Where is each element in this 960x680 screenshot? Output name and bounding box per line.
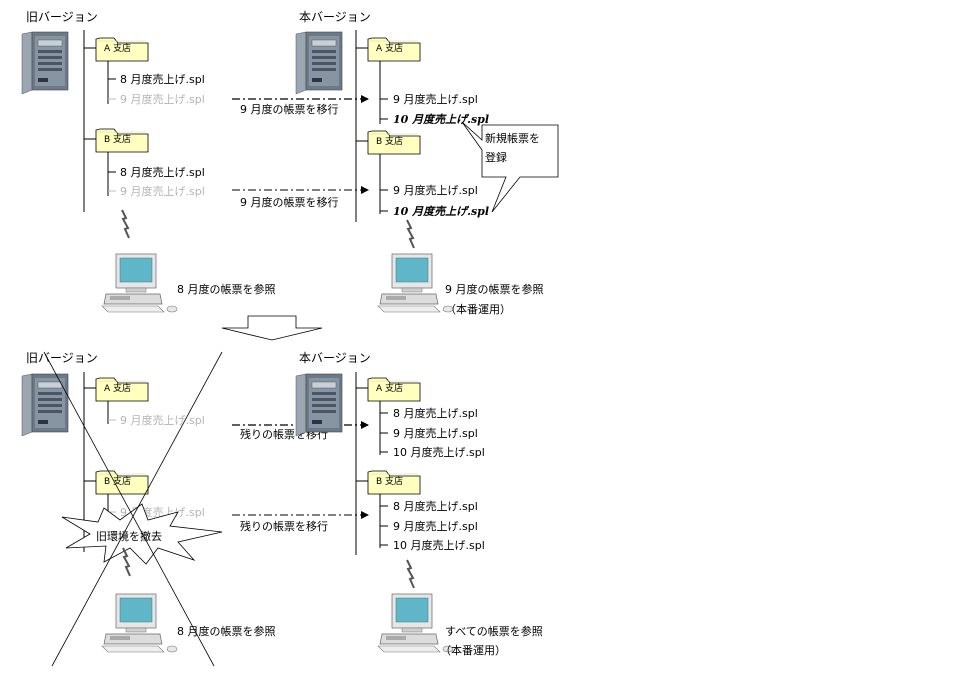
lightning-link-icon — [406, 219, 415, 249]
callout-line-1: 新規帳票を — [485, 131, 540, 145]
top-old-b-file-2: 9 月度売上げ.spl — [120, 184, 205, 198]
top-new-a-file-2: 10 月度売上げ.spl — [393, 113, 489, 126]
bottom-new-b-file-3: 10 月度売上げ.spl — [393, 538, 485, 552]
callout-bubble — [461, 121, 559, 213]
top-old-branch-a: A 支店 — [104, 42, 131, 54]
top-new-branch-b: B 支店 — [376, 135, 403, 147]
bottom-old-a-file-1: 9 月度売上げ.spl — [120, 413, 205, 427]
lightning-link-icon — [406, 559, 415, 589]
top-new-a-file-1: 9 月度売上げ.spl — [393, 92, 478, 106]
bottom-new-branch-a: A 支店 — [376, 382, 403, 394]
client-pc-icon — [377, 253, 454, 313]
bottom-new-b-file-2: 9 月度売上げ.spl — [393, 519, 478, 533]
server-icon — [21, 31, 69, 95]
cross-out-line-1 — [43, 351, 215, 667]
top-migrate-a: 9 月度の帳票を移行 — [240, 102, 339, 116]
down-arrow-icon — [221, 315, 323, 341]
bottom-old-branch-b: B 支店 — [104, 475, 131, 487]
client-pc-icon — [101, 593, 178, 653]
bottom-migrate-b: 残りの帳票を移行 — [240, 519, 328, 533]
bottom-new-a-file-2: 9 月度売上げ.spl — [393, 426, 478, 440]
bottom-old-branch-a: A 支店 — [104, 382, 131, 394]
top-old-client-label: 8 月度の帳票を参照 — [177, 282, 276, 296]
top-old-a-file-2: 9 月度売上げ.spl — [120, 92, 205, 106]
bottom-new-client-label: すべての帳票を参照 — [445, 624, 543, 638]
top-new-b-file-2: 10 月度売上げ.spl — [393, 205, 489, 218]
bottom-diagram: 旧バージョン 本バージョン A 支店 9 月度売上げ.spl B 支店 9 月度… — [21, 351, 543, 667]
top-diagram: 旧バージョン 本バージョン A 支店 8 月度売上げ.spl 9 月度売上げ.s… — [21, 10, 559, 316]
bottom-old-client-label: 8 月度の帳票を参照 — [177, 624, 276, 638]
removal-label: 旧環境を撤去 — [96, 529, 162, 543]
bottom-new-a-file-1: 8 月度売上げ.spl — [393, 406, 478, 420]
top-new-branch-a: A 支店 — [376, 42, 403, 54]
bottom-new-title: 本バージョン — [299, 351, 371, 365]
client-pc-icon — [101, 253, 178, 313]
top-old-a-file-1: 8 月度売上げ.spl — [120, 72, 205, 86]
top-new-client-sub: （本番運用） — [445, 302, 511, 316]
top-new-title: 本バージョン — [299, 10, 371, 24]
server-icon — [295, 373, 343, 437]
cross-out-line-2 — [51, 351, 223, 667]
bottom-new-b-file-1: 8 月度売上げ.spl — [393, 499, 478, 513]
explosion-icon — [61, 503, 223, 565]
callout-line-2: 登録 — [485, 150, 507, 164]
top-old-branch-b: B 支店 — [104, 133, 131, 145]
top-old-title: 旧バージョン — [26, 10, 98, 24]
top-old-b-file-1: 8 月度売上げ.spl — [120, 165, 205, 179]
lightning-link-icon — [122, 547, 131, 577]
lightning-link-icon — [121, 209, 130, 239]
bottom-new-client-sub: （本番運用） — [440, 643, 506, 657]
bottom-new-a-file-3: 10 月度売上げ.spl — [393, 445, 485, 459]
bottom-new-branch-b: B 支店 — [376, 475, 403, 487]
bottom-old-title: 旧バージョン — [26, 351, 98, 365]
top-new-client-label: 9 月度の帳票を参照 — [445, 282, 544, 296]
top-new-b-file-1: 9 月度売上げ.spl — [393, 183, 478, 197]
server-icon — [295, 31, 343, 95]
top-migrate-b: 9 月度の帳票を移行 — [240, 195, 339, 209]
